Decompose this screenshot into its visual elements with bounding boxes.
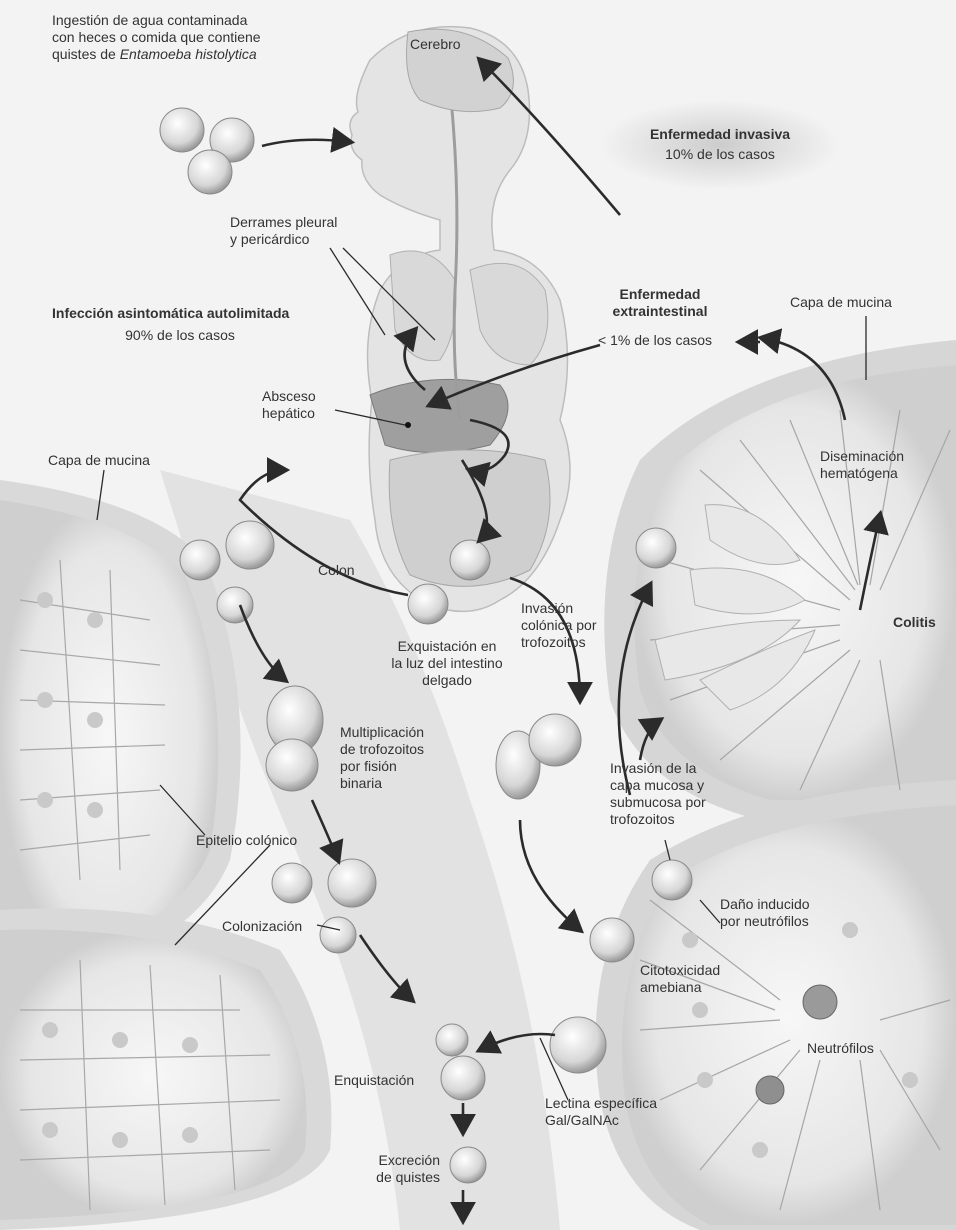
extraintestinal-title: Enfermedad extraintestinal <box>595 286 725 320</box>
mucosa-invasion-label: Invasión de la capa mucosa y submucosa p… <box>610 760 706 828</box>
asymptomatic-title: Infección asintomática autolimitada <box>52 305 289 322</box>
colon-label: Colon <box>318 562 355 579</box>
extraintestinal-percent: < 1% de los casos <box>598 332 712 349</box>
hematogenous-spread-label: Diseminación hematógena <box>820 448 904 482</box>
lectin-label: Lectina específica Gal/GalNAc <box>545 1095 657 1129</box>
invasive-disease-title: Enfermedad invasiva <box>640 126 800 143</box>
neutrophil-damage-label: Daño inducido por neutrófilos <box>720 896 810 930</box>
colonization-label: Colonización <box>222 918 302 935</box>
encystation-label: Enquistación <box>334 1072 414 1089</box>
invasive-haze <box>600 100 840 190</box>
cytotoxicity-label: Citotoxicidad amebiana <box>640 962 720 996</box>
abscess-marker <box>405 422 411 428</box>
asymptomatic-percent: 90% de los casos <box>90 327 270 344</box>
neutrophils-label: Neutrófilos <box>807 1040 874 1057</box>
colonic-epithelium-label: Epitelio colónico <box>196 832 297 849</box>
colitis-label: Colitis <box>893 614 936 631</box>
cyst-excretion-label: Excreción de quistes <box>340 1152 440 1186</box>
ingestion-caption: Ingestión de agua contaminada con heces … <box>52 12 261 63</box>
cerebro-label: Cerebro <box>410 36 461 53</box>
effusions-label: Derrames pleural y pericárdico <box>230 214 337 248</box>
liver-abscess-label: Absceso hepático <box>262 388 316 422</box>
excystation-label: Exquistación en la luz del intestino del… <box>372 638 522 689</box>
mucin-layer-right-label: Capa de mucina <box>790 294 892 311</box>
colonic-invasion-label: Invasión colónica por trofozoitos <box>521 600 597 651</box>
mucin-layer-left-label: Capa de mucina <box>48 452 150 469</box>
invasive-disease-percent: 10% de los casos <box>640 146 800 163</box>
multiplication-label: Multiplicación de trofozoitos por fisión… <box>340 724 424 792</box>
